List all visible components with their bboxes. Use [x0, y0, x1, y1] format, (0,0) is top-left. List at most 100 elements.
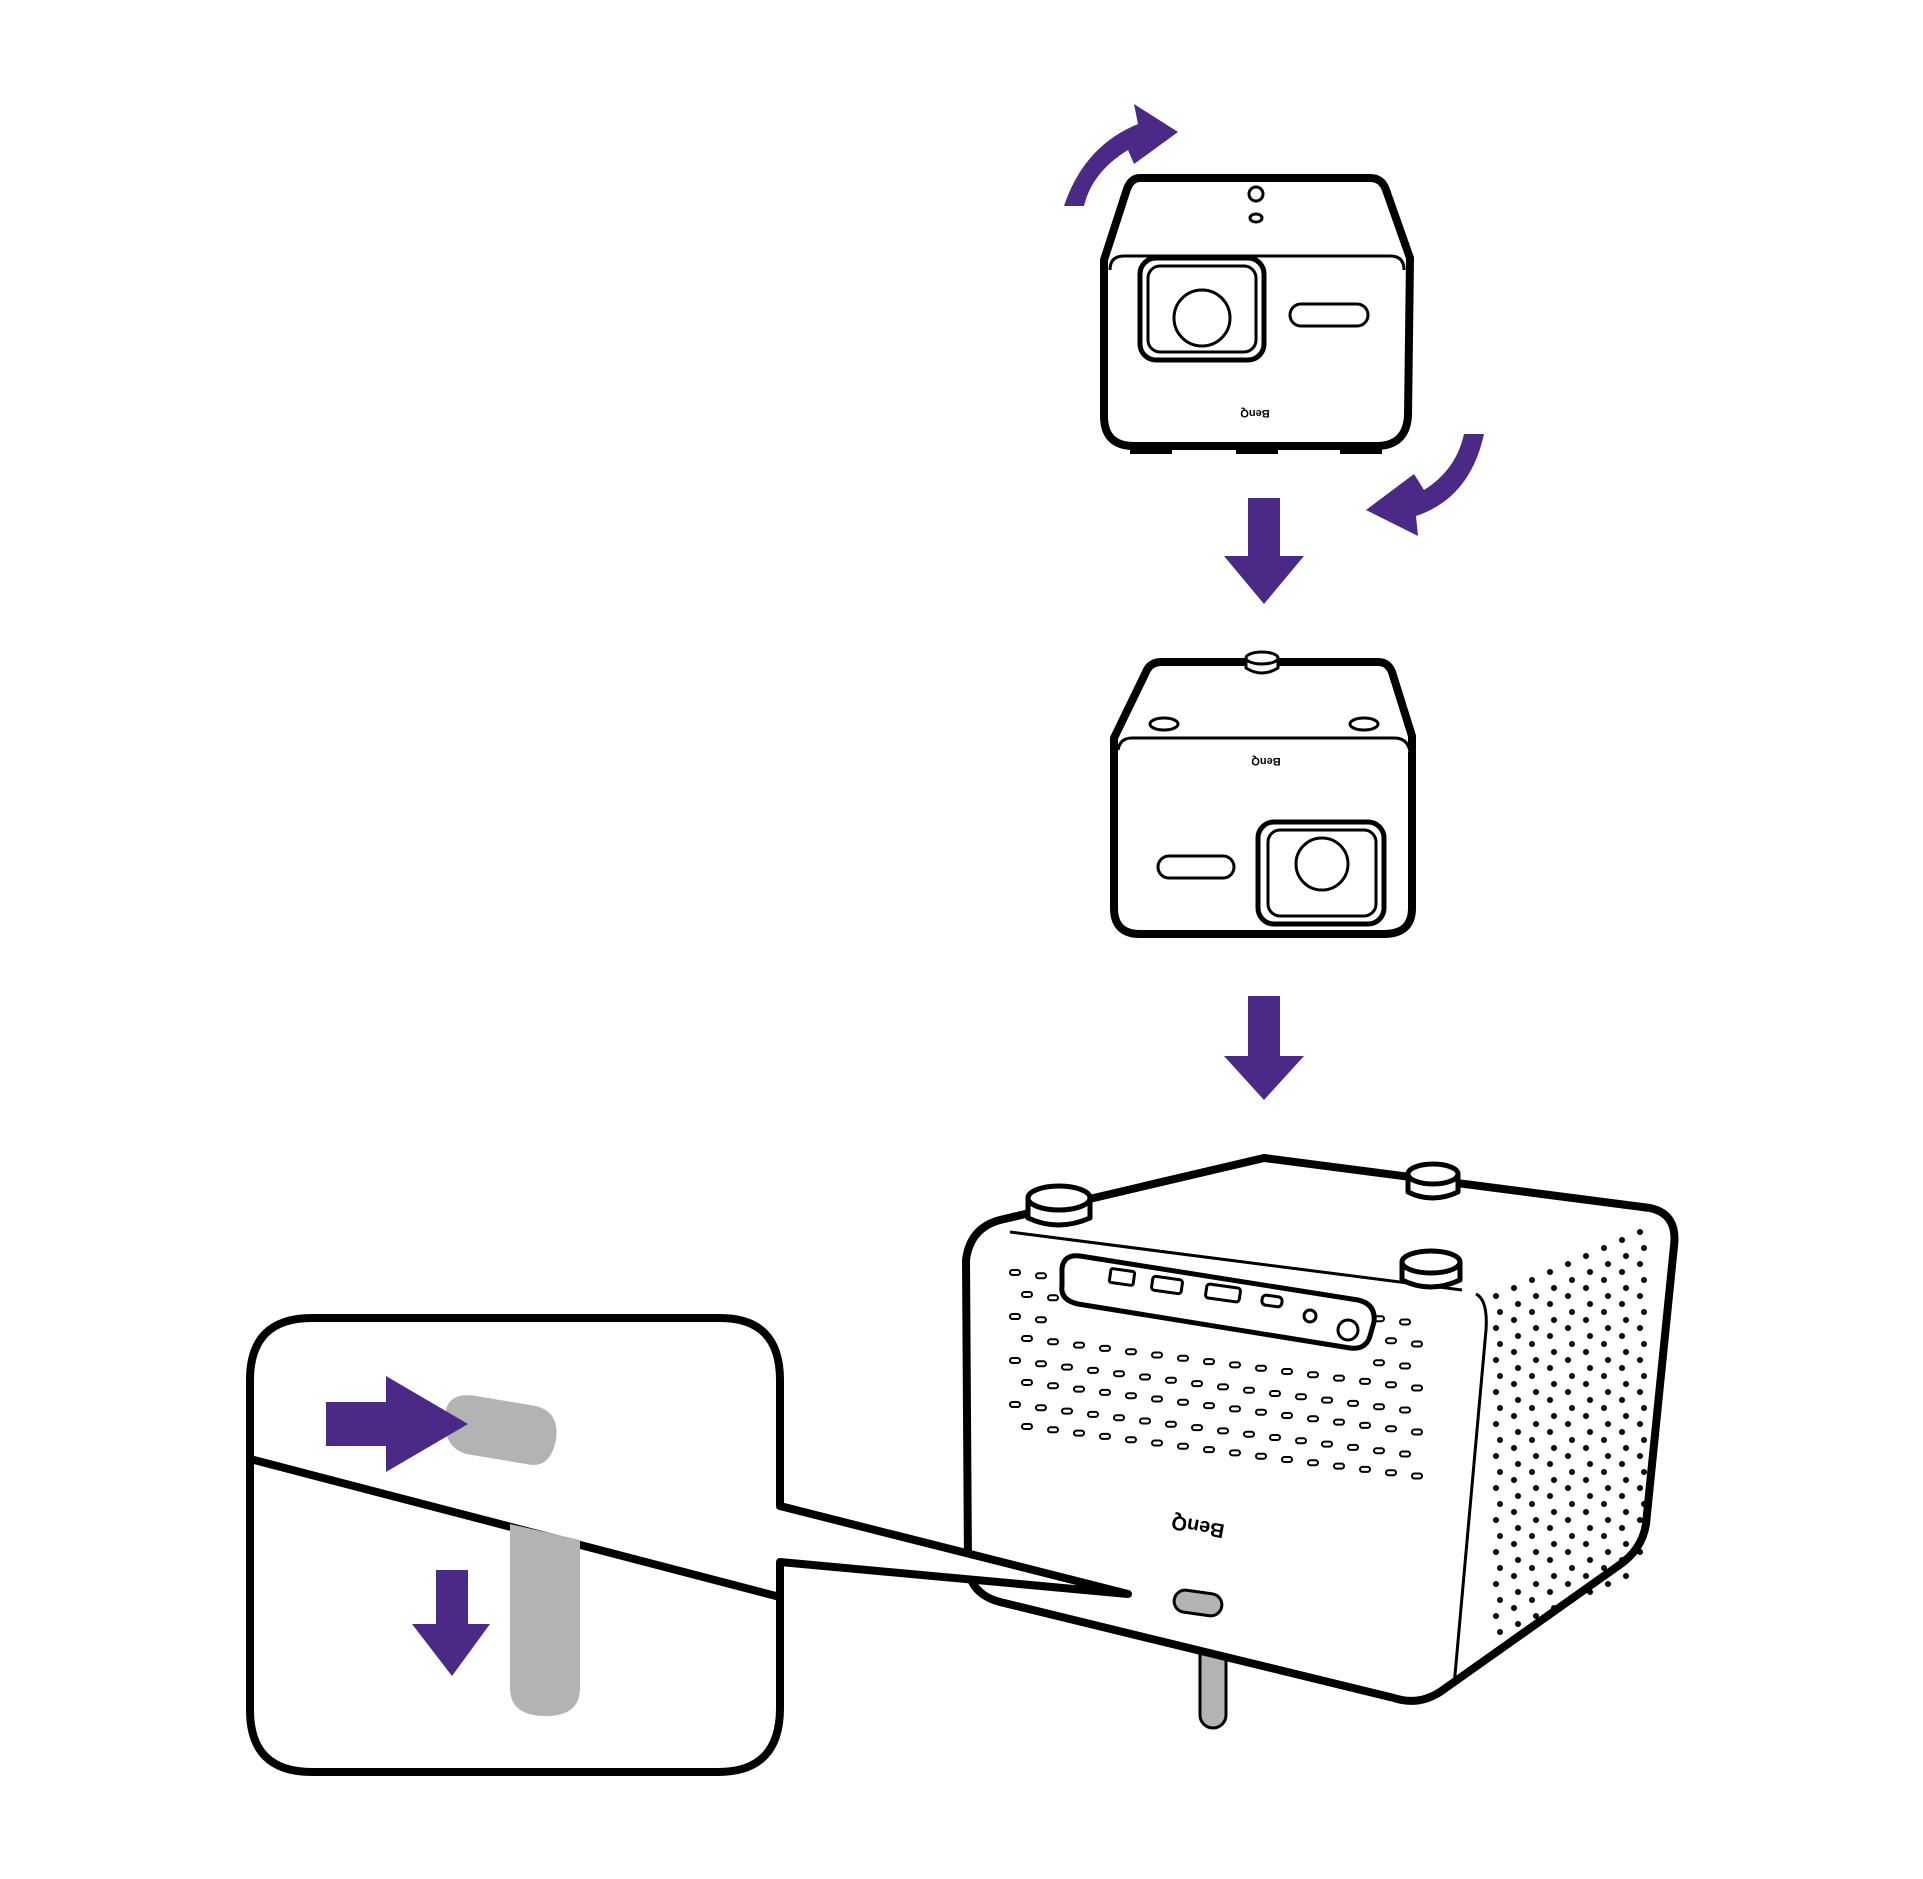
- vent-dot: [1605, 1325, 1611, 1331]
- vent-dot: [1641, 1469, 1647, 1475]
- down-arrow-icon: [1224, 996, 1304, 1100]
- vent-slot: [1399, 1450, 1411, 1458]
- vent-dot: [1511, 1317, 1517, 1323]
- vent-dot: [1565, 1581, 1571, 1587]
- vent-dot: [1619, 1301, 1625, 1307]
- vent-dot: [1605, 1293, 1611, 1299]
- vent-slot: [1307, 1459, 1319, 1467]
- vent-dot: [1605, 1421, 1611, 1427]
- vent-dot: [1583, 1349, 1589, 1355]
- vent-dot: [1533, 1325, 1539, 1331]
- vent-slot: [1373, 1359, 1385, 1367]
- vent-dot: [1605, 1517, 1611, 1523]
- vent-dot: [1623, 1509, 1629, 1515]
- vent-dot: [1551, 1509, 1557, 1515]
- vent-dot: [1601, 1501, 1607, 1507]
- vent-dot: [1493, 1389, 1499, 1395]
- vent-dot: [1493, 1517, 1499, 1523]
- side-vents: [1493, 1229, 1647, 1635]
- vent-dot: [1637, 1421, 1643, 1427]
- rotate-arrow-icon: [1366, 434, 1484, 536]
- vent-dot: [1565, 1325, 1571, 1331]
- vent-dot: [1637, 1517, 1643, 1523]
- vent-slot: [1243, 1430, 1255, 1438]
- vent-slot: [1255, 1452, 1267, 1460]
- vent-dot: [1551, 1573, 1557, 1579]
- vent-dot: [1619, 1557, 1625, 1563]
- vent-slot: [1217, 1427, 1229, 1435]
- vent-slot: [1125, 1436, 1137, 1444]
- vent-dot: [1583, 1541, 1589, 1547]
- vent-dot: [1623, 1381, 1629, 1387]
- vent-slot: [1021, 1379, 1033, 1386]
- vent-dot: [1493, 1325, 1499, 1331]
- projector-perspective: BenQ: [962, 1154, 1679, 1730]
- vent-dot: [1547, 1333, 1553, 1339]
- vent-slot: [1203, 1358, 1215, 1366]
- vent-dot: [1569, 1309, 1575, 1315]
- vent-dot: [1551, 1285, 1557, 1291]
- vent-dot: [1605, 1389, 1611, 1395]
- vent-dot: [1533, 1421, 1539, 1427]
- vent-dot: [1623, 1413, 1629, 1419]
- vent-dot: [1637, 1325, 1643, 1331]
- vent-dot: [1583, 1573, 1589, 1579]
- vent-dot: [1497, 1341, 1503, 1347]
- vent-dot: [1511, 1381, 1517, 1387]
- vent-dot: [1569, 1469, 1575, 1475]
- vent-dot: [1587, 1269, 1593, 1275]
- vent-dot: [1551, 1445, 1557, 1451]
- vent-dot: [1515, 1461, 1521, 1467]
- vent-dot: [1569, 1341, 1575, 1347]
- vent-dot: [1623, 1349, 1629, 1355]
- vent-dot: [1569, 1437, 1575, 1443]
- vent-dot: [1637, 1261, 1643, 1267]
- vent-dot: [1497, 1469, 1503, 1475]
- vent-slot: [1009, 1269, 1021, 1276]
- vent-dot: [1601, 1533, 1607, 1539]
- vent-dot: [1529, 1341, 1535, 1347]
- vent-slot: [1373, 1315, 1385, 1323]
- vent-slot: [1151, 1351, 1163, 1359]
- vent-dot: [1529, 1437, 1535, 1443]
- vent-slot: [1035, 1404, 1047, 1412]
- vent-slot: [1009, 1401, 1021, 1408]
- vent-dot: [1641, 1373, 1647, 1379]
- vent-dot: [1619, 1237, 1625, 1243]
- vent-dot: [1605, 1581, 1611, 1587]
- vent-dot: [1511, 1477, 1517, 1483]
- vent-slot: [1021, 1423, 1033, 1430]
- vent-slot: [1073, 1429, 1085, 1437]
- vent-dot: [1601, 1565, 1607, 1571]
- vent-slot: [1269, 1434, 1281, 1441]
- vent-dot: [1623, 1477, 1629, 1483]
- vent-dot: [1551, 1413, 1557, 1419]
- vent-dot: [1493, 1613, 1499, 1619]
- vent-slot: [1295, 1393, 1307, 1401]
- vent-dot: [1619, 1525, 1625, 1531]
- vent-dot: [1529, 1533, 1535, 1539]
- vent-dot: [1533, 1549, 1539, 1555]
- vent-dot: [1641, 1501, 1647, 1507]
- vent-dot: [1511, 1285, 1517, 1291]
- vent-dot: [1605, 1453, 1611, 1459]
- vent-slot: [1139, 1373, 1151, 1381]
- vent-dot: [1623, 1573, 1629, 1579]
- vent-slot: [1165, 1376, 1177, 1384]
- vent-dot: [1565, 1485, 1571, 1491]
- vent-dot: [1619, 1397, 1625, 1403]
- vent-slot: [1321, 1440, 1333, 1448]
- vent-dot: [1511, 1573, 1517, 1579]
- rotate-arrow-icon: [1064, 104, 1178, 206]
- vent-slot: [1061, 1363, 1073, 1371]
- vent-slot: [1359, 1377, 1371, 1385]
- vent-dot: [1587, 1525, 1593, 1531]
- vent-dot: [1497, 1597, 1503, 1603]
- vent-dot: [1547, 1557, 1553, 1563]
- vent-slot: [1047, 1294, 1059, 1302]
- vent-slot: [1411, 1340, 1423, 1348]
- vent-slot: [1061, 1407, 1073, 1415]
- vent-dot: [1529, 1309, 1535, 1315]
- vent-dot: [1497, 1501, 1503, 1507]
